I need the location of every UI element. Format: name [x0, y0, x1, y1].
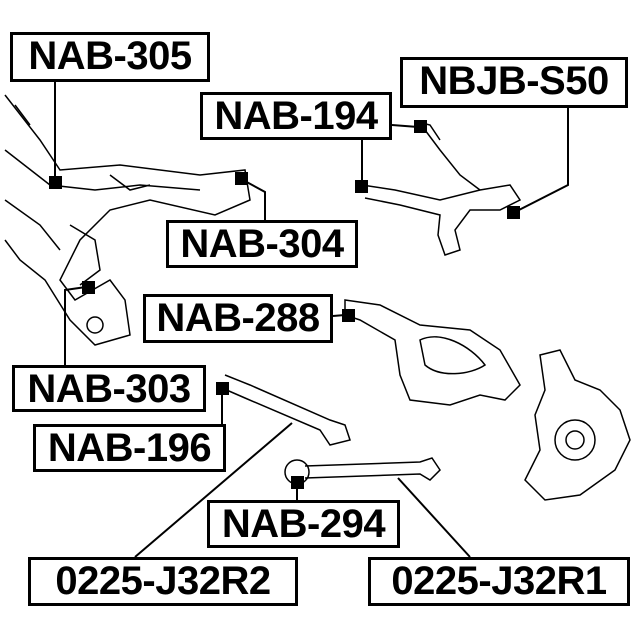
label-nab-303: NAB-303	[12, 365, 206, 412]
upper-arm	[361, 121, 522, 256]
label-nab-294: NAB-294	[207, 500, 400, 548]
toe-link	[284, 457, 441, 485]
bushing-markers	[49, 120, 520, 489]
lower-arm	[344, 299, 521, 406]
subframe	[4, 94, 251, 346]
label-nab-194: NAB-194	[200, 92, 392, 140]
leader-lines	[54, 82, 569, 558]
label-nab-305: NAB-305	[10, 32, 210, 82]
label-nab-304: NAB-304	[166, 220, 358, 268]
lateral-link	[221, 374, 351, 446]
label-nab-288: NAB-288	[143, 294, 333, 343]
label-nbjb-s50: NBJB-S50	[400, 57, 628, 108]
label-0225-j32r2: 0225-J32R2	[28, 557, 298, 606]
knuckle	[524, 349, 631, 501]
label-0225-j32r1: 0225-J32R1	[368, 557, 630, 606]
label-nab-196: NAB-196	[33, 424, 226, 472]
